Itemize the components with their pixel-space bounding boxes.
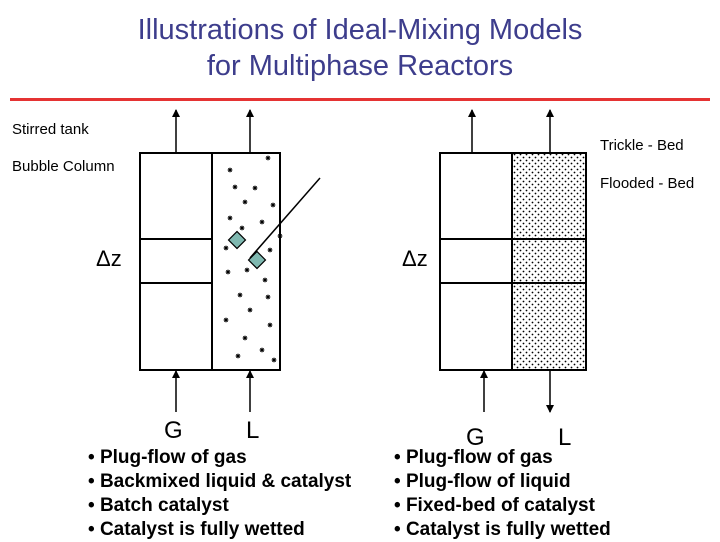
bullet-item: Catalyst is fully wetted [88,518,351,542]
gas-bubble-icon [270,202,276,208]
gas-bubble-icon [271,357,277,363]
gas-bubble-icon [252,185,258,191]
gas-bubble-icon [227,215,233,221]
title-line-2: for Multiphase Reactors [206,50,514,82]
bullet-item: Plug-flow of gas [394,446,611,470]
bullet-item: Fixed-bed of catalyst [394,494,611,518]
gas-bubble-icon [223,245,229,251]
bullet-item: Backmixed liquid & catalyst [88,470,351,494]
left-gas-label: G [164,417,183,444]
right-liquid-label: L [558,424,572,451]
title-divider [10,98,710,101]
right-reactor [439,109,587,413]
bullet-item: Batch catalyst [88,494,351,518]
packed-bed-icon [512,153,586,370]
gas-bubble-icon [237,292,243,298]
gas-bubble-icon [267,322,273,328]
catalyst-particle-icon [247,250,267,270]
left-reactor-bullets: Plug-flow of gas Backmixed liquid & cata… [88,446,351,542]
gas-bubble-icon [267,247,273,253]
left-reactor [139,109,321,412]
gas-bubble-icon [235,353,241,359]
gas-bubble-icon [265,294,271,300]
gas-bubble-icon [242,335,248,341]
flooded-bed-label: Flooded - Bed [600,175,695,192]
gas-bubble-icon [247,307,253,313]
left-liquid-label: L [246,417,260,444]
right-gas-label: G [466,424,485,451]
gas-bubble-icon [227,167,233,173]
catalyst-particle-icon [227,230,247,250]
right-reactor-bullets: Plug-flow of gas Plug-flow of liquid Fix… [394,446,611,542]
bullet-item: Catalyst is fully wetted [394,518,611,542]
bullet-item: Plug-flow of gas [88,446,351,470]
stirred-tank-label: Stirred tank [12,121,89,138]
gas-bubble-icon [244,267,250,273]
page-title: Illustrations of Ideal-Mixing Models for… [0,12,720,84]
gas-bubble-icon [239,225,245,231]
stirrer-shaft [249,177,321,259]
gas-bubble-icon [259,219,265,225]
bubble-column-label: Bubble Column [12,158,115,175]
bullet-item: Plug-flow of liquid [394,470,611,494]
gas-bubble-icon [232,184,238,190]
right-delta-z-label: Δz [402,246,428,271]
gas-bubble-icon [265,155,271,161]
gas-bubble-icon [259,347,265,353]
gas-bubble-icon [223,317,229,323]
gas-bubbles [223,155,283,363]
title-line-1: Illustrations of Ideal-Mixing Models [137,14,583,46]
gas-bubble-icon [225,269,231,275]
left-delta-z-label: Δz [96,246,122,271]
gas-bubble-icon [242,199,248,205]
gas-bubble-icon [277,233,283,239]
gas-bubble-icon [262,277,268,283]
trickle-bed-label: Trickle - Bed [600,137,684,154]
